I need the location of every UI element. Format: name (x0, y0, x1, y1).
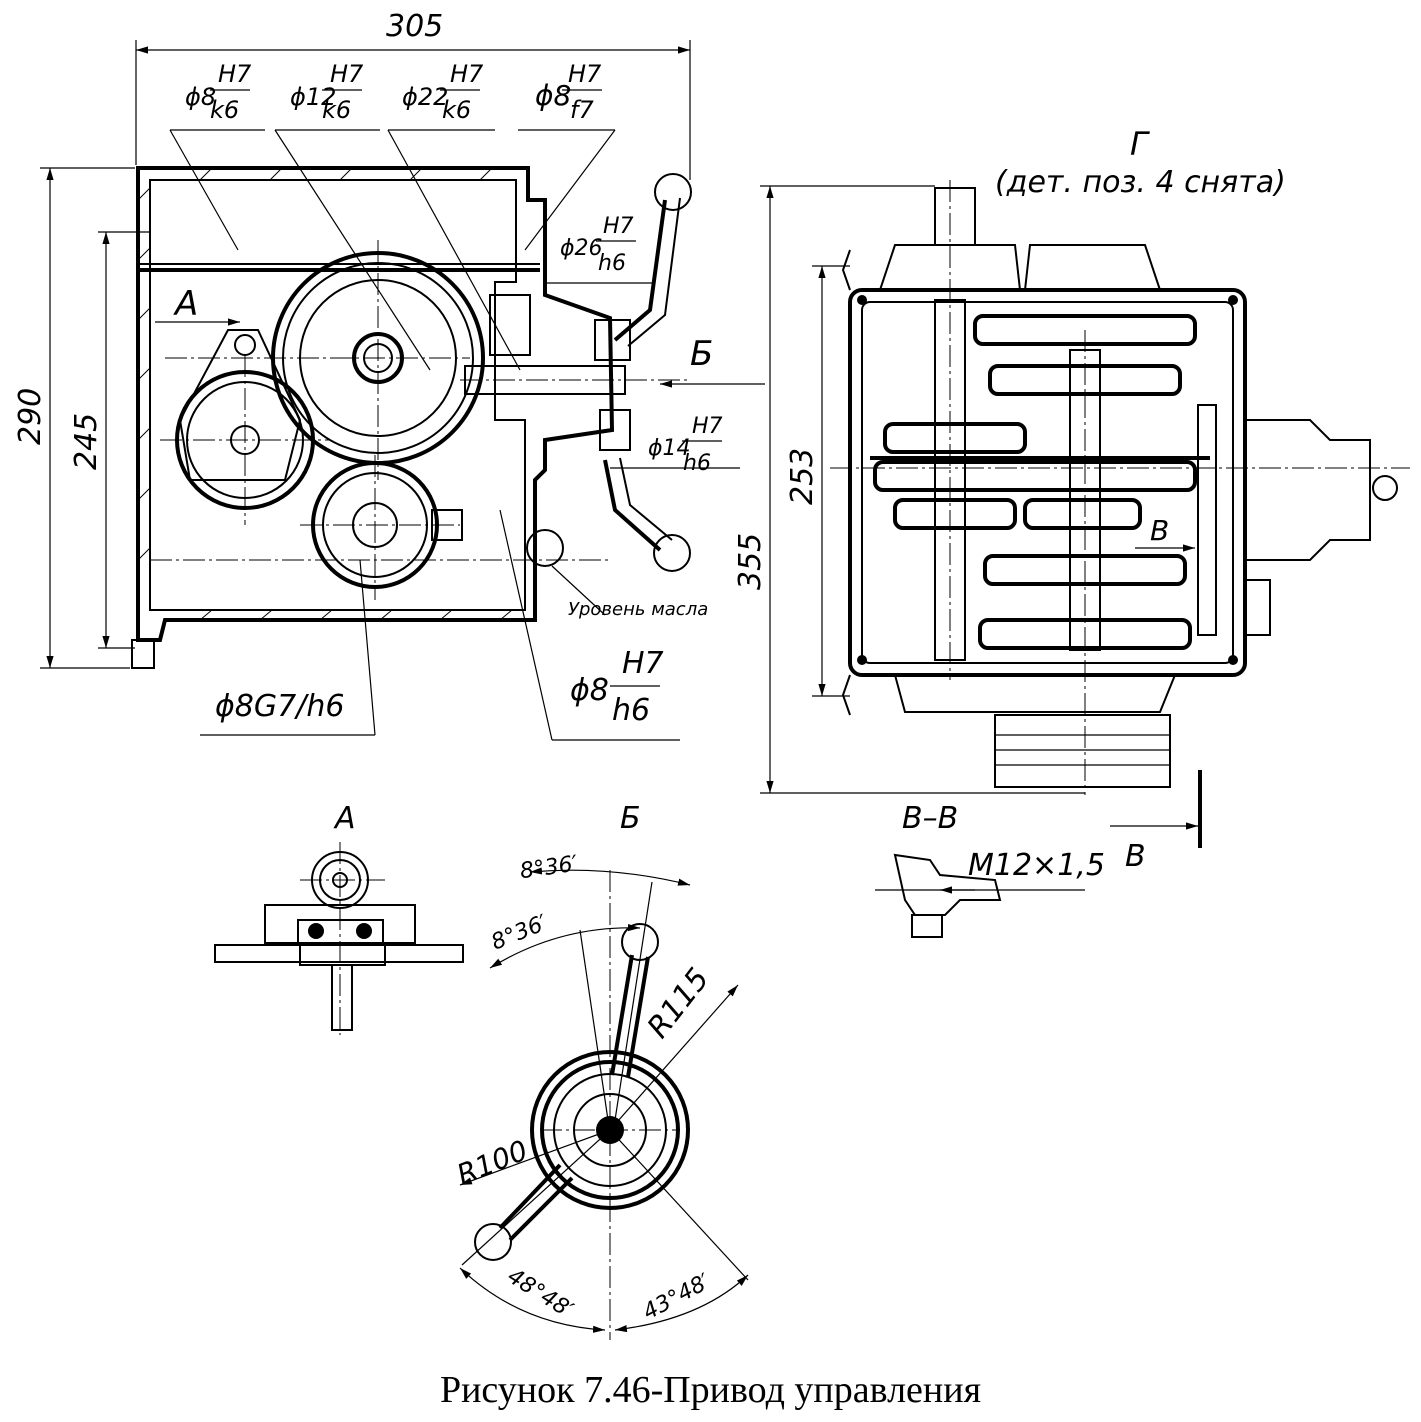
view-g-note: (дет. поз. 4 снята) (995, 165, 1286, 200)
dim-253: 253 (785, 448, 820, 505)
arrow-a-label: А (173, 284, 198, 324)
svg-text:h6: h6 (598, 251, 626, 276)
radius-r115: R115 (641, 962, 717, 1045)
fit-1: ϕ8 H7 k6 (185, 60, 252, 124)
svg-text:k6: k6 (442, 96, 471, 124)
view-g-dimensions: 355 253 В (733, 185, 1202, 874)
svg-text:ϕ12: ϕ12 (290, 83, 336, 111)
dim-355: 355 (733, 533, 768, 590)
svg-text:ϕ26: ϕ26 (560, 236, 603, 261)
main-section-view (131, 166, 692, 669)
oil-level-label: Уровень масла (568, 599, 708, 620)
angle-top-1: 8°36′ (518, 852, 579, 885)
fit-5: ϕ26 H7 h6 (560, 214, 636, 276)
svg-text:H7: H7 (622, 646, 664, 681)
svg-text:H7: H7 (330, 60, 364, 88)
fit-6: ϕ14 H7 h6 (648, 414, 723, 476)
svg-text:ϕ8: ϕ8 (185, 83, 216, 111)
arrow-b-label: Б (690, 334, 713, 374)
gear-bars (873, 314, 1197, 650)
svg-text:H7: H7 (218, 60, 252, 88)
view-a: А (214, 801, 464, 1035)
arrow-v-inner: В (1150, 514, 1169, 547)
fit-4: ϕ8 H7 f7 (535, 60, 602, 124)
svg-text:ϕ8: ϕ8 (535, 79, 571, 112)
thread-label: M12×1,5 (968, 848, 1105, 883)
fit-plain: ϕ8G7/h6 (215, 689, 344, 724)
view-a-title: А (333, 801, 356, 836)
section-vv: В–В M12×1,5 (875, 801, 1105, 938)
view-g: Г (дет. поз. 4 снята) (830, 125, 1410, 795)
fit-7: ϕ8 H7 h6 (570, 646, 664, 728)
wall-hatching (137, 167, 513, 621)
dim-290: 290 (13, 388, 48, 445)
svg-text:H7: H7 (450, 60, 484, 88)
svg-text:k6: k6 (322, 96, 351, 124)
fit-3: ϕ22 H7 k6 (402, 60, 484, 124)
svg-text:h6: h6 (683, 451, 711, 476)
section-vv-title: В–В (902, 801, 958, 836)
figure-caption: Рисунок 7.46-Привод управления (439, 1369, 982, 1411)
arrow-v-label: В (1125, 839, 1146, 874)
svg-text:H7: H7 (603, 214, 634, 239)
svg-text:k6: k6 (210, 96, 239, 124)
svg-text:h6: h6 (612, 693, 650, 728)
svg-text:ϕ14: ϕ14 (648, 436, 691, 461)
angle-top-2: 8°36′ (488, 911, 551, 956)
radius-r100: R100 (452, 1134, 532, 1192)
svg-text:H7: H7 (568, 60, 602, 88)
svg-text:ϕ8: ϕ8 (570, 673, 609, 708)
view-b: Б R115 R100 8°36′ 8°36′ 48°48′ (452, 801, 749, 1340)
angle-bottom-left: 48°48′ (503, 1264, 577, 1323)
svg-text:H7: H7 (692, 414, 723, 439)
main-view-dimensions: 305 290 245 А Б ϕ8 H7 (13, 9, 765, 741)
svg-text:f7: f7 (570, 96, 594, 124)
fit-2: ϕ12 H7 k6 (290, 60, 364, 124)
dim-305: 305 (386, 9, 443, 44)
dim-245: 245 (69, 413, 104, 470)
svg-text:ϕ22: ϕ22 (402, 83, 448, 111)
view-g-title: Г (1130, 125, 1150, 163)
view-b-title: Б (620, 801, 641, 836)
